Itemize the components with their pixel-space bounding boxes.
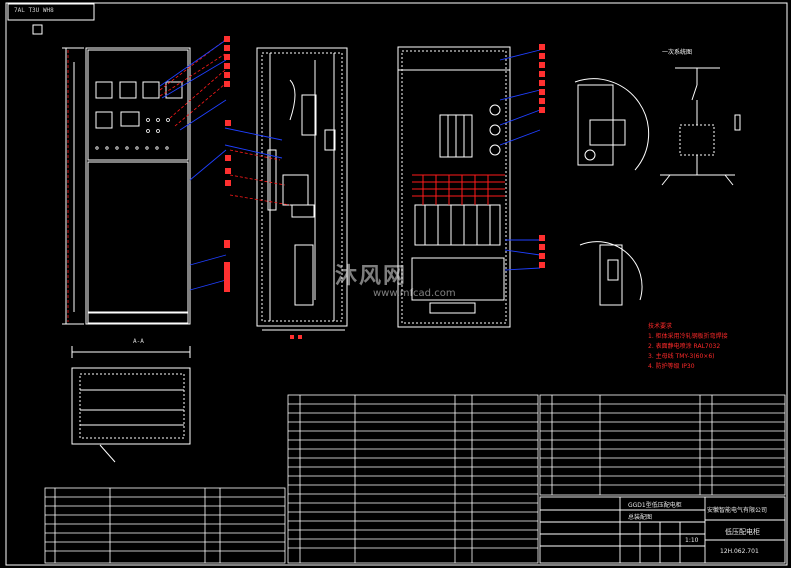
side-blue — [224, 127, 283, 159]
detail-circle-1 — [574, 78, 650, 171]
watermark-url: www.mfcad.com — [373, 288, 456, 299]
tech-notes-title: 技术要求 — [648, 323, 673, 330]
single-line-schematic — [660, 67, 741, 186]
title-block-product: GGD1型低压配电柜 — [628, 502, 682, 509]
front-tags — [224, 36, 230, 292]
interior-busbars — [412, 174, 505, 205]
front-blue-leaders — [159, 39, 227, 291]
parts-table-mid — [287, 394, 539, 564]
interior-view — [397, 46, 511, 328]
interior-blue — [499, 49, 541, 271]
front-view — [62, 47, 191, 325]
parts-table-bottom-left — [44, 487, 286, 564]
section-aa — [71, 346, 191, 463]
sheet-code: 12H.062.701 — [720, 548, 759, 555]
title-block-sub: 总装配图 — [628, 514, 653, 521]
tech-note-line: 3. 主母线 TMY-3(60×6) — [648, 353, 715, 360]
watermark-brand: 沐风网 — [335, 264, 408, 289]
side-tags — [225, 120, 302, 339]
side-view — [256, 47, 348, 331]
tech-notes: 技术要求 1. 柜体采用冷轧钢板折弯焊接 2. 表面静电喷涂 RAL7032 3… — [648, 322, 728, 372]
drawing-frame — [5, 2, 788, 566]
tech-note-line: 2. 表面静电喷涂 RAL7032 — [648, 343, 721, 350]
title-block-company: 安徽智能电气有限公司 — [707, 507, 768, 514]
interior-tags — [539, 44, 545, 268]
scale-label: 1:10 — [685, 537, 699, 544]
tech-notes-box — [639, 317, 781, 379]
side-leaders — [229, 149, 291, 206]
detail-circle-2 — [579, 241, 643, 306]
front-leaders — [67, 39, 226, 322]
title-block — [539, 496, 786, 564]
section-label: A-A — [133, 338, 144, 345]
tech-note-line: 4. 防护等级 IP30 — [648, 363, 695, 370]
parts-table-right — [539, 394, 786, 496]
watermark: 沐风网 www.mfcad.com — [335, 258, 456, 299]
title-block-name: 低压配电柜 — [725, 528, 760, 536]
tech-note-line: 1. 柜体采用冷轧钢板折弯焊接 — [648, 333, 728, 340]
drawing-code-label: 7AL T3U WH8 — [14, 7, 54, 14]
schematic-title: 一次系统图 — [662, 49, 693, 56]
